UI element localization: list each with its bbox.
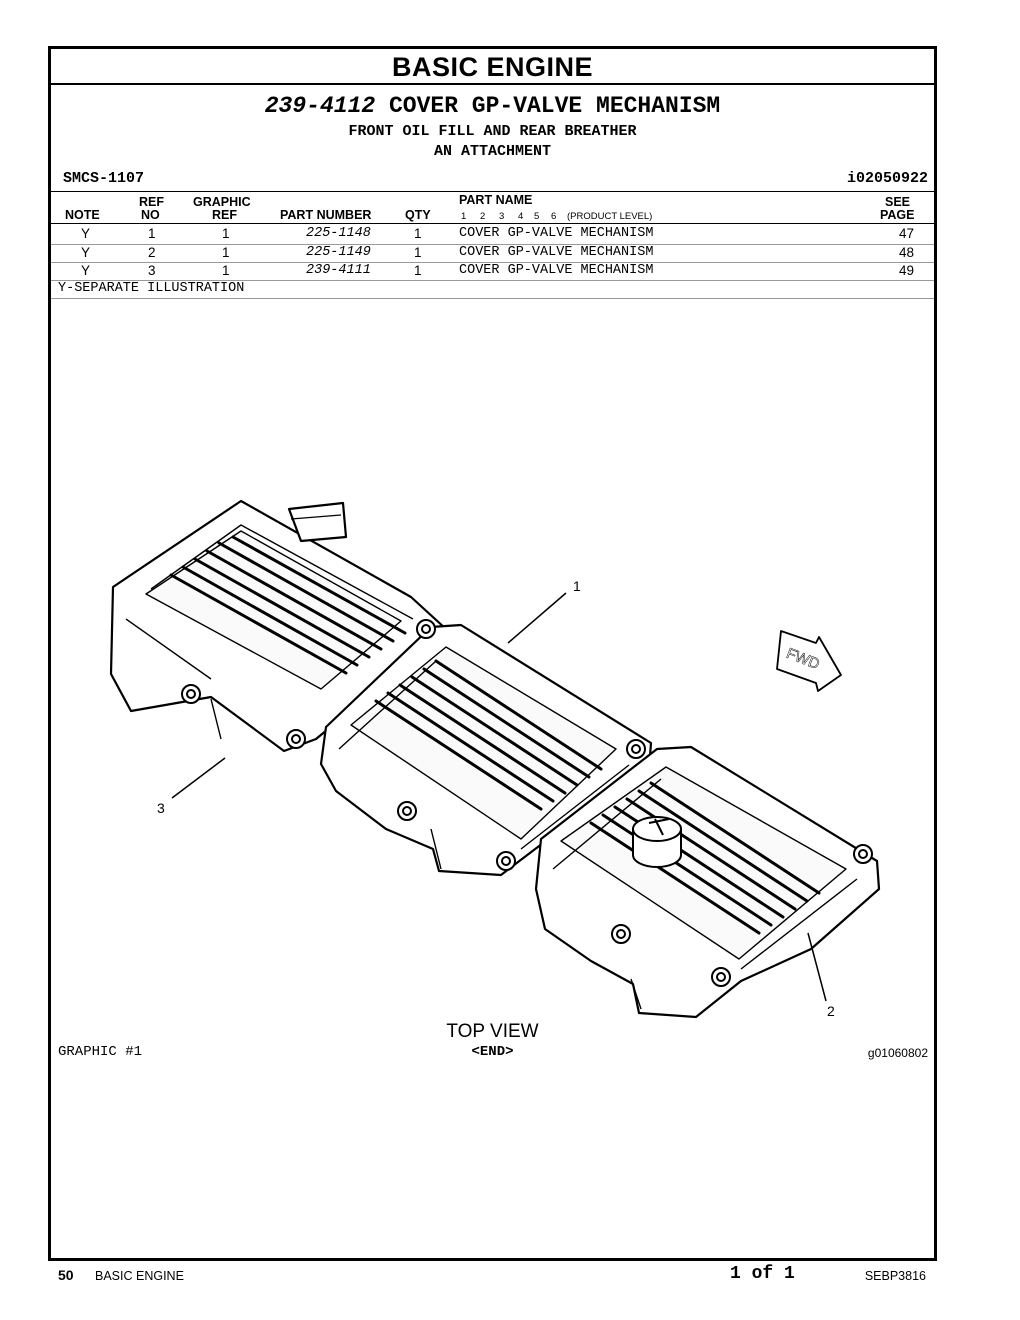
- info-reference: i02050922: [846, 170, 928, 187]
- row-part-name: COVER GP-VALVE MECHANISM: [459, 245, 654, 260]
- product-level-5: 5: [534, 211, 540, 222]
- product-level-4: 4: [518, 211, 524, 222]
- group-title: 239-4112 COVER GP-VALVE MECHANISM: [51, 93, 934, 119]
- row-graphic-ref: 1: [222, 245, 230, 260]
- header-part-name: PART NAME: [459, 193, 533, 207]
- bolt-bosses: [181, 619, 873, 987]
- row-part-name: COVER GP-VALVE MECHANISM: [459, 263, 654, 278]
- header-qty: QTY: [405, 208, 431, 222]
- breather-cap-drawing: [632, 816, 682, 868]
- row-graphic-ref: 1: [222, 226, 230, 241]
- valve-cover-illustration: FWD 1 2 3: [109, 499, 881, 1019]
- end-marker: <END>: [471, 1044, 514, 1060]
- row-ref-no: 2: [148, 245, 156, 260]
- row-part-number[interactable]: 225-1148: [306, 226, 371, 241]
- row-part-name: COVER GP-VALVE MECHANISM: [459, 226, 654, 241]
- graphic-number: GRAPHIC #1: [58, 1044, 143, 1060]
- callout-3: 3: [157, 800, 165, 816]
- row-see-page[interactable]: 48: [899, 245, 915, 260]
- callout-2: 2: [827, 1003, 835, 1019]
- row-see-page[interactable]: 47: [899, 226, 915, 241]
- row-divider: [51, 280, 934, 281]
- group-part-number[interactable]: 239-4112: [264, 93, 376, 119]
- row-divider: [51, 244, 934, 245]
- footer-page-number: 50: [58, 1267, 74, 1283]
- graphic-reference: g01060802: [867, 1046, 928, 1060]
- header-note: NOTE: [65, 208, 100, 222]
- row-part-number[interactable]: 239-4111: [306, 263, 371, 278]
- callout-leaders: [171, 592, 827, 1002]
- row-ref-no: 1: [148, 226, 156, 241]
- row-ref-no: 3: [148, 263, 156, 278]
- section-title: BASIC ENGINE: [391, 52, 594, 82]
- row-qty: 1: [414, 226, 422, 241]
- row-part-number[interactable]: 225-1149: [306, 245, 371, 260]
- product-level-2: 2: [480, 211, 486, 222]
- header-ref-top: REF: [139, 195, 164, 209]
- header-part-number: PART NUMBER: [280, 208, 372, 222]
- fwd-arrow-icon: FWD: [776, 630, 842, 692]
- table-top-rule: [51, 191, 934, 192]
- view-label: TOP VIEW: [446, 1021, 539, 1042]
- footer-page-count: 1 of 1: [730, 1264, 795, 1284]
- footer-section: BASIC ENGINE: [95, 1269, 184, 1283]
- cover-fins: [169, 535, 821, 935]
- row-note: Y: [81, 226, 91, 241]
- table-bottom-rule: [51, 298, 934, 299]
- product-level-3: 3: [499, 211, 505, 222]
- group-subtitle-1: FRONT OIL FILL AND REAR BREATHER: [348, 123, 637, 140]
- row-graphic-ref: 1: [222, 263, 230, 278]
- header-see-top: SEE: [885, 195, 911, 209]
- header-graphic-top: GRAPHIC: [193, 195, 251, 209]
- product-level-label: (PRODUCT LEVEL): [567, 211, 653, 222]
- header-see-bottom: PAGE: [880, 208, 915, 222]
- page-frame: BASIC ENGINE 239-4112 COVER GP-VALVE MEC…: [48, 46, 937, 1261]
- row-note: Y: [81, 245, 91, 260]
- row-qty: 1: [414, 245, 422, 260]
- section-header: BASIC ENGINE: [51, 49, 934, 85]
- table-header-rule: [51, 223, 934, 224]
- callout-1: 1: [573, 578, 581, 594]
- footer-document-id: SEBP3816: [864, 1269, 926, 1283]
- row-qty: 1: [414, 263, 422, 278]
- group-name: COVER GP-VALVE MECHANISM: [388, 93, 721, 119]
- row-see-page[interactable]: 49: [899, 263, 915, 278]
- header-ref-bottom: NO: [141, 208, 160, 222]
- product-level-1: 1: [461, 211, 467, 222]
- smcs-code: SMCS-1107: [63, 170, 145, 187]
- row-note: Y: [81, 263, 91, 278]
- separate-illustration-note: Y-SEPARATE ILLUSTRATION: [58, 281, 245, 296]
- header-graphic-bottom: REF: [212, 208, 237, 222]
- product-level-6: 6: [551, 211, 557, 222]
- group-subtitle-2: AN ATTACHMENT: [433, 143, 552, 160]
- row-divider: [51, 262, 934, 263]
